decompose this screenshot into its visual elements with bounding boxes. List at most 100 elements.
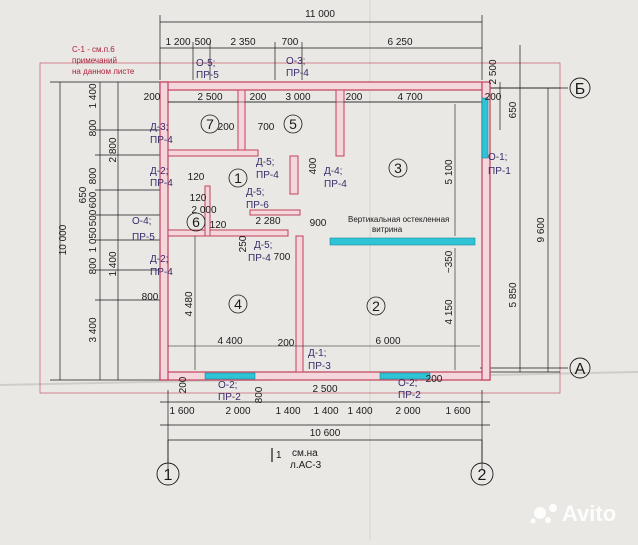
- dim-inner-200b: 200: [278, 338, 295, 349]
- dim-row3-3: 200: [250, 92, 267, 103]
- dim-inner-120b: 120: [190, 193, 207, 204]
- dim-top-5: 6 250: [387, 37, 412, 48]
- dim-inner-900: 900: [310, 218, 327, 229]
- label-o3-pr: ПР-4: [286, 68, 309, 79]
- dim-inner-120a: 120: [188, 172, 205, 183]
- dim-right-4150: 4 150: [444, 299, 455, 324]
- dim-inner-200a: 200: [218, 122, 235, 133]
- glass-showcase: [329, 237, 476, 246]
- axis-b-label: Б: [575, 81, 586, 98]
- dim-inner-250: 250: [238, 235, 249, 252]
- window-o2-right: [379, 372, 431, 380]
- dim-bottom-4: 2 500: [312, 384, 337, 395]
- dim-bottom-2: 2 000: [225, 406, 250, 417]
- dim-left-500: 500: [88, 209, 99, 226]
- label-o4-pr: ПР-5: [132, 232, 155, 243]
- dim-left-800b: 800: [88, 167, 99, 184]
- dim-inner-700a: 700: [258, 122, 275, 133]
- inner-dimension-lines: [168, 101, 480, 370]
- room-1-number: 1: [234, 170, 242, 186]
- inner-walls: [167, 89, 345, 373]
- room-4-number: 4: [234, 296, 242, 312]
- label-o1: О-1;: [488, 152, 507, 163]
- dim-right-5850: 5 850: [508, 282, 519, 307]
- note-vitrina-2: витрина: [372, 225, 403, 234]
- dim-inner-200d: 200: [426, 374, 443, 385]
- label-d2b: Д-2;: [150, 254, 168, 265]
- dim-left-800d: 800: [142, 292, 159, 303]
- dim-right-5100: 5 100: [444, 159, 455, 184]
- label-d3-pr: ПР-4: [150, 135, 173, 146]
- label-d5a-pr: ПР-4: [256, 170, 279, 181]
- label-d5b: Д-5;: [246, 187, 264, 198]
- grid-axes: [167, 87, 568, 462]
- dim-overall-top: 11 000: [305, 9, 335, 20]
- bottom-dimension-lines: [160, 390, 490, 470]
- watermark-text: Avito: [562, 501, 616, 526]
- right-dimension-lines: [480, 45, 560, 373]
- label-o2b-pr: ПР-2: [398, 390, 421, 401]
- label-d2a: Д-2;: [150, 166, 168, 177]
- axis-2-label: 2: [478, 467, 487, 484]
- dim-room4-h: 4 480: [184, 291, 195, 316]
- dim-bottom-3: 1 400: [275, 406, 300, 417]
- label-o2b: О-2;: [398, 378, 417, 389]
- note-vitrina-1: Вертикальная остекленная: [348, 215, 449, 224]
- room-6-number: 6: [192, 214, 200, 230]
- dim-inner-2280: 2 280: [255, 216, 280, 227]
- label-d1: Д-1;: [308, 348, 326, 359]
- dim-room7-w: 2 500: [197, 92, 222, 103]
- dim-left-800c: 800: [88, 257, 99, 274]
- dim-right-top: 2 500: [488, 59, 499, 84]
- dim-left-650: 650: [78, 186, 89, 203]
- label-o2a: О-2;: [218, 380, 237, 391]
- window-o1: [481, 97, 489, 159]
- dim-inner-400: 400: [308, 157, 319, 174]
- dim-inner-120c: 120: [210, 220, 227, 231]
- dim-top-1: 1 200: [165, 37, 190, 48]
- label-d5c-pr: ПР-4: [248, 253, 271, 264]
- dim-inner-2000: 2 000: [191, 205, 216, 216]
- room-markers: [186, 114, 408, 316]
- dim-room3-w: 4 700: [397, 92, 422, 103]
- note-section-number: 1: [276, 450, 282, 461]
- note-section-1: см.на: [292, 448, 318, 459]
- left-dimension-lines: [50, 81, 165, 381]
- label-o5-pr: ПР-5: [196, 70, 219, 81]
- window-o2-left: [204, 372, 256, 380]
- dim-top-2: 500: [195, 37, 212, 48]
- dim-bottom-800: 800: [254, 386, 265, 403]
- label-o1-pr: ПР-1: [488, 166, 511, 177]
- dim-top-3: 2 350: [230, 37, 255, 48]
- dim-bottom-7: 1 600: [445, 406, 470, 417]
- axis-1-label: 1: [164, 467, 173, 484]
- avito-watermark: Avito: [530, 501, 616, 526]
- label-o5: О-5;: [196, 58, 215, 69]
- axis-a-label: А: [575, 361, 586, 378]
- room-7-number: 7: [206, 116, 214, 132]
- label-d5c: Д-5;: [254, 240, 272, 251]
- note-c1-line1: С-1 - см.п.6: [72, 45, 115, 54]
- label-o4: О-4;: [132, 216, 151, 227]
- room-5-number: 5: [289, 116, 297, 132]
- dim-left-3400: 3 400: [88, 317, 99, 342]
- dim-bottom-1: 1 600: [169, 406, 194, 417]
- note-section-2: л.АС-3: [290, 460, 322, 471]
- dim-inner-700b: 700: [274, 252, 291, 263]
- label-d1-pr: ПР-3: [308, 361, 331, 372]
- dim-left-600: 600: [88, 191, 99, 208]
- dim-right-650: 650: [508, 101, 519, 118]
- dim-row3-1: 200: [144, 92, 161, 103]
- dim-room5-w: 3 000: [285, 92, 310, 103]
- label-d2b-pr: ПР-4: [150, 267, 173, 278]
- dim-bottom-6: 2 000: [395, 406, 420, 417]
- dim-room4-w: 4 400: [217, 336, 242, 347]
- dim-left-1050: 1 050: [88, 227, 99, 252]
- dim-left-2800: 2 800: [108, 137, 119, 162]
- label-o2a-pr: ПР-2: [218, 392, 241, 403]
- label-d4: Д-4;: [324, 166, 342, 177]
- label-d3: Д-3;: [150, 122, 168, 133]
- dim-bottom-5: 1 400: [347, 406, 372, 417]
